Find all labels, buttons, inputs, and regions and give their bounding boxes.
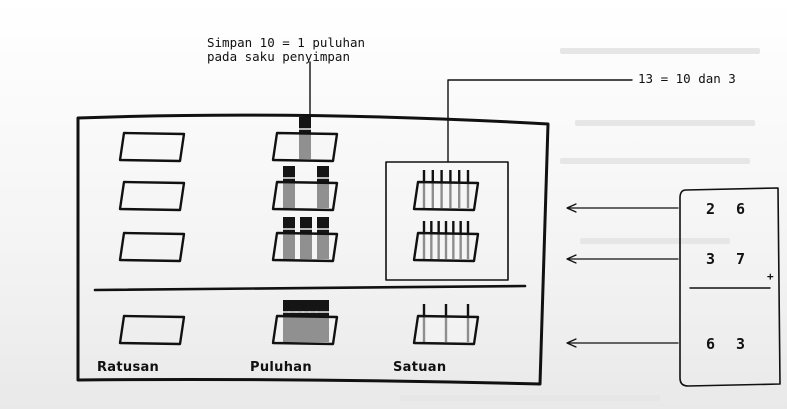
pocket-front bbox=[120, 182, 184, 210]
tray-divider bbox=[95, 286, 525, 290]
pocket-front bbox=[273, 233, 337, 261]
pocket-carry-hundreds bbox=[120, 133, 184, 161]
pocket-front bbox=[273, 316, 337, 344]
pocket-front bbox=[120, 233, 184, 261]
pocket-result-hundreds bbox=[120, 316, 184, 344]
pocket-front bbox=[273, 133, 337, 161]
pocket-result-ones bbox=[414, 304, 478, 344]
pocket-row1-tens bbox=[273, 166, 337, 210]
hundreds-label: Ratusan bbox=[97, 360, 159, 375]
regroup-note: 13 = 10 dan 3 bbox=[638, 72, 736, 86]
pocket-row2-hundreds bbox=[120, 233, 184, 261]
pocket-row1-ones bbox=[414, 170, 478, 210]
tens-label: Puluhan bbox=[250, 360, 312, 375]
pocket-front bbox=[414, 182, 478, 210]
ones-label: Satuan bbox=[393, 360, 446, 375]
addend-2: 3 7 bbox=[706, 250, 751, 268]
addend-1: 2 6 bbox=[706, 200, 751, 218]
store-note-line1: Simpan 10 = 1 puluhan bbox=[207, 36, 365, 50]
pocket-front bbox=[273, 182, 337, 210]
pocket-result-tens bbox=[273, 300, 337, 344]
row2-arrow bbox=[567, 255, 678, 263]
pocket-row1-hundreds bbox=[120, 182, 184, 210]
pockets-layer bbox=[120, 117, 478, 344]
store-note-line2: pada saku penyimpan bbox=[207, 50, 350, 64]
pocket-front bbox=[414, 233, 478, 261]
row1-arrow bbox=[567, 204, 678, 212]
pocket-front bbox=[120, 133, 184, 161]
plus-sign: + bbox=[767, 270, 774, 283]
sum-result: 6 3 bbox=[706, 335, 751, 353]
pocket-carry-tens bbox=[273, 117, 337, 161]
pocket-front bbox=[120, 316, 184, 344]
pocket-row2-ones bbox=[414, 221, 478, 261]
pocket-front bbox=[414, 316, 478, 344]
result-arrow bbox=[567, 339, 678, 347]
pocket-row2-tens bbox=[273, 217, 337, 261]
